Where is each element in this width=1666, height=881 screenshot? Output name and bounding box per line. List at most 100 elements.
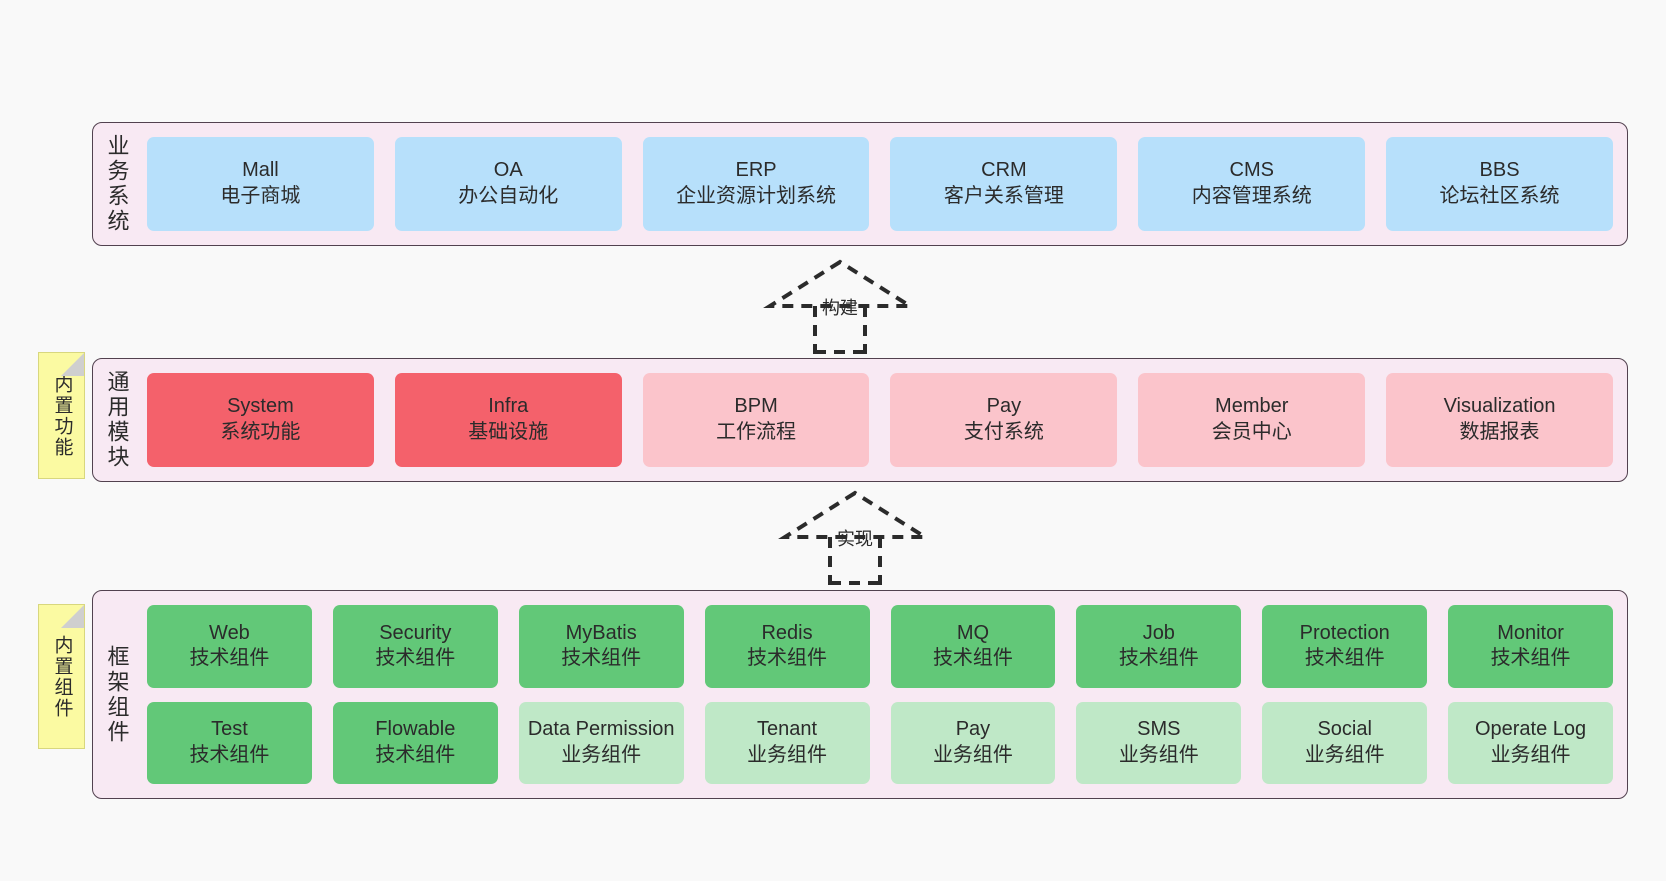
node-subtitle: 企业资源计划系统	[676, 185, 837, 207]
node-subtitle: 基础设施	[468, 421, 549, 443]
node-subtitle: 技术组件	[375, 743, 456, 766]
note-text: 内置组件	[51, 634, 73, 719]
node-title: Data Permission	[527, 718, 675, 741]
node-protection[interactable]: Protection 技术组件	[1262, 605, 1428, 688]
framework-row-1: Web 技术组件 Security 技术组件 MyBatis 技术组件 Redi…	[147, 605, 1613, 688]
node-title: Protection	[1299, 621, 1390, 644]
node-subtitle: 业务组件	[747, 743, 828, 766]
node-bpm[interactable]: BPM 工作流程	[642, 373, 870, 467]
node-title: Redis	[761, 621, 813, 644]
node-subtitle: 业务组件	[1490, 743, 1571, 766]
node-pay[interactable]: Pay 支付系统	[890, 373, 1118, 467]
node-subtitle: 电子商城	[220, 185, 301, 207]
layer-body-framework: Web 技术组件 Security 技术组件 MyBatis 技术组件 Redi…	[141, 591, 1627, 798]
node-subtitle: 技术组件	[375, 647, 456, 670]
node-title: BPM	[734, 395, 778, 418]
node-mybatis[interactable]: MyBatis 技术组件	[518, 605, 684, 688]
connector-build: 构建	[760, 258, 920, 354]
node-mall[interactable]: Mall 电子商城	[147, 137, 374, 231]
node-system[interactable]: System 系统功能	[147, 373, 374, 467]
node-subtitle: 技术组件	[747, 647, 828, 670]
node-visualization[interactable]: Visualization 数据报表	[1386, 373, 1613, 467]
business-row: Mall 电子商城 OA 办公自动化 ERP 企业资源计划系统 CRM 客户关系…	[147, 137, 1613, 231]
connector-stem	[828, 537, 882, 585]
node-erp[interactable]: ERP 企业资源计划系统	[642, 137, 870, 231]
node-subtitle: 技术组件	[1118, 647, 1199, 670]
node-bbs[interactable]: BBS 论坛社区系统	[1386, 137, 1613, 231]
node-title: Social	[1317, 718, 1372, 741]
node-mq[interactable]: MQ 技术组件	[890, 605, 1056, 688]
node-subtitle: 技术组件	[561, 647, 642, 670]
framework-row-2: Test 技术组件 Flowable 技术组件 Data Permission …	[147, 701, 1613, 784]
node-member[interactable]: Member 会员中心	[1138, 373, 1366, 467]
node-title: Job	[1142, 621, 1175, 644]
node-title: Operate Log	[1474, 718, 1587, 741]
node-title: MQ	[956, 621, 990, 644]
node-tenant[interactable]: Tenant 业务组件	[704, 701, 870, 784]
node-subtitle: 业务组件	[561, 743, 642, 766]
common-row: System 系统功能 Infra 基础设施 BPM 工作流程 Pay 支付系统…	[147, 373, 1613, 467]
node-subtitle: 业务组件	[1118, 743, 1199, 766]
node-title: CRM	[981, 159, 1027, 182]
node-subtitle: 会员中心	[1211, 421, 1292, 443]
node-subtitle: 业务组件	[932, 743, 1013, 766]
layer-title-framework: 框架组件	[104, 644, 130, 745]
node-cms[interactable]: CMS 内容管理系统	[1138, 137, 1366, 231]
node-redis[interactable]: Redis 技术组件	[704, 605, 870, 688]
node-pay-component[interactable]: Pay 业务组件	[890, 701, 1056, 784]
node-crm[interactable]: CRM 客户关系管理	[890, 137, 1118, 231]
generalization-triangle	[778, 490, 932, 539]
node-subtitle: 技术组件	[189, 743, 270, 766]
node-title: Flowable	[375, 718, 456, 741]
node-subtitle: 客户关系管理	[943, 185, 1064, 207]
node-social[interactable]: Social 业务组件	[1262, 701, 1428, 784]
node-subtitle: 数据报表	[1459, 421, 1540, 443]
node-data-permission[interactable]: Data Permission 业务组件	[518, 701, 684, 784]
node-title: Web	[209, 621, 250, 644]
layer-body-business: Mall 电子商城 OA 办公自动化 ERP 企业资源计划系统 CRM 客户关系…	[141, 123, 1627, 245]
layer-title-common: 通用模块	[104, 370, 130, 470]
layer-body-common: System 系统功能 Infra 基础设施 BPM 工作流程 Pay 支付系统…	[141, 359, 1627, 481]
node-sms[interactable]: SMS 业务组件	[1076, 701, 1242, 784]
node-title: CMS	[1229, 159, 1274, 182]
node-title: SMS	[1137, 718, 1181, 741]
node-infra[interactable]: Infra 基础设施	[394, 373, 622, 467]
node-monitor[interactable]: Monitor 技术组件	[1448, 605, 1613, 688]
connector-implement: 实现	[775, 489, 935, 585]
note-text: 内置功能	[51, 373, 73, 458]
node-subtitle: 技术组件	[1304, 647, 1385, 670]
node-subtitle: 内容管理系统	[1191, 185, 1312, 207]
node-title: Monitor	[1497, 621, 1564, 644]
node-subtitle: 技术组件	[1490, 647, 1571, 670]
node-subtitle: 论坛社区系统	[1439, 185, 1560, 207]
node-subtitle: 支付系统	[963, 421, 1044, 443]
node-oa[interactable]: OA 办公自动化	[394, 137, 622, 231]
node-subtitle: 系统功能	[220, 421, 301, 443]
layer-framework-components: 框架组件 Web 技术组件 Security 技术组件 MyBatis 技术组件…	[92, 590, 1628, 799]
node-test[interactable]: Test 技术组件	[147, 701, 312, 784]
layer-common-modules: 通用模块 System 系统功能 Infra 基础设施 BPM 工作流程 Pay…	[92, 358, 1628, 482]
node-title: BBS	[1479, 159, 1520, 182]
node-title: MyBatis	[565, 621, 637, 644]
node-job[interactable]: Job 技术组件	[1076, 605, 1242, 688]
note-builtin-components: 内置组件	[38, 604, 85, 749]
node-title: Mall	[242, 159, 279, 182]
node-title: Member	[1215, 395, 1289, 418]
node-subtitle: 工作流程	[716, 421, 797, 443]
node-title: ERP	[735, 159, 777, 182]
node-title: Tenant	[757, 718, 818, 741]
note-builtin-features: 内置功能	[38, 352, 85, 479]
node-title: Pay	[986, 395, 1022, 418]
node-operate-log[interactable]: Operate Log 业务组件	[1448, 701, 1613, 784]
node-title: Infra	[488, 395, 529, 418]
node-title: Test	[211, 718, 248, 741]
node-subtitle: 业务组件	[1304, 743, 1385, 766]
generalization-triangle	[763, 259, 917, 308]
node-subtitle: 技术组件	[932, 647, 1013, 670]
node-security[interactable]: Security 技术组件	[332, 605, 498, 688]
node-flowable[interactable]: Flowable 技术组件	[332, 701, 498, 784]
node-title: Pay	[955, 718, 991, 741]
node-web[interactable]: Web 技术组件	[147, 605, 312, 688]
node-title: OA	[493, 159, 523, 182]
